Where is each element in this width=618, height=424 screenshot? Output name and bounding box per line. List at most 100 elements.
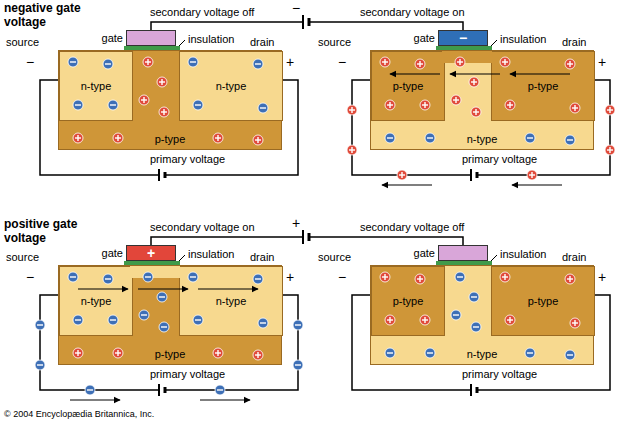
gate-label: gate: [414, 247, 435, 260]
circuit-label: primary voltage: [462, 368, 537, 381]
battery-plate: [470, 384, 472, 396]
positive-charge: [415, 274, 425, 284]
terminal-label: drain: [250, 36, 274, 49]
negative-charge: [565, 135, 575, 145]
gate-electrode: gate: [438, 245, 488, 261]
positive-charge: [455, 57, 465, 67]
negative-charge: [455, 272, 465, 282]
current-arrow: [78, 288, 128, 289]
part-label: insulation: [500, 248, 546, 261]
substrate-region: n-typep-typep-type: [370, 50, 594, 150]
negative-charge: [143, 272, 153, 282]
inversion-channel: [130, 266, 180, 278]
negative-charge: [108, 315, 118, 325]
negative-charge: [68, 57, 78, 67]
current-arrow: [198, 288, 258, 289]
inversion-channel: [442, 51, 492, 63]
negative-charge: [73, 315, 83, 325]
positive-charge: [605, 105, 615, 115]
positive-charge: [253, 350, 263, 360]
battery-plate: [164, 387, 167, 393]
panel-heading: negative gate voltage: [4, 2, 114, 30]
polarity-sign: +: [292, 215, 300, 231]
positive-charge: [420, 100, 430, 110]
positive-charge: [500, 57, 510, 67]
positive-charge: [385, 315, 395, 325]
battery-plate: [164, 172, 167, 178]
circuit-wires: [40, 255, 298, 396]
circuit-label: secondary voltage on: [150, 221, 255, 234]
negative-charge: [451, 310, 461, 320]
terminal-label: source: [6, 251, 39, 264]
region-label: p-type: [155, 348, 186, 361]
region-label: n-type: [467, 133, 498, 146]
positive-charge: [213, 348, 223, 358]
terminal-label: source: [318, 36, 351, 49]
negative-charge: [425, 348, 435, 358]
gate-electrode: gate: [126, 30, 176, 46]
battery-plate: [476, 172, 479, 178]
current-arrow: [382, 184, 432, 185]
negative-charge: [85, 385, 95, 395]
positive-charge: [73, 133, 83, 143]
circuit-label: secondary voltage off: [360, 221, 464, 234]
panel-heading: positive gate voltage: [4, 218, 114, 246]
gate-label: gate: [102, 32, 123, 45]
carrier-group: [380, 51, 580, 145]
leader-line: [179, 40, 185, 46]
positive-charge: [73, 348, 83, 358]
positive-charge: [471, 107, 481, 117]
current-arrow: [200, 399, 250, 400]
substrate-region: p-typen-typen-type: [58, 50, 282, 150]
negative-charge: [193, 315, 203, 325]
carrier-group: [68, 266, 268, 360]
polarity-sign: −: [26, 54, 34, 70]
current-arrow: [450, 73, 500, 74]
polarity-sign: +: [286, 54, 294, 70]
negative-charge: [253, 274, 263, 284]
region-label: n-type: [216, 295, 247, 308]
circuit-label: primary voltage: [150, 368, 225, 381]
positive-charge: [505, 315, 515, 325]
positive-charge: [527, 170, 537, 180]
positive-charge: [397, 170, 407, 180]
region-label: p-type: [528, 80, 559, 93]
wire-carriers: [35, 320, 303, 400]
positive-charge: [469, 77, 479, 87]
substrate-region: n-typep-typep-type: [370, 265, 594, 365]
terminal-label: source: [318, 251, 351, 264]
circuit-label: primary voltage: [462, 153, 537, 166]
negative-charge: [73, 100, 83, 110]
positive-charge: [565, 274, 575, 284]
region-label: p-type: [155, 133, 186, 146]
positive-charge: [113, 133, 123, 143]
positive-charge: [505, 100, 515, 110]
negative-charge: [139, 310, 149, 320]
positive-charge: [565, 59, 575, 69]
polarity-sign: −: [26, 269, 34, 285]
negative-charge: [157, 292, 167, 302]
region-label: n-type: [81, 80, 112, 93]
leader-line: [491, 255, 497, 261]
negative-charge: [103, 59, 113, 69]
carrier-group: [68, 57, 268, 145]
battery-plate: [158, 169, 160, 181]
negative-charge: [159, 322, 169, 332]
positive-charge: [415, 59, 425, 69]
battery-plate: [476, 387, 479, 393]
negative-charge: [103, 274, 113, 284]
negative-charge: [385, 348, 395, 358]
negative-charge: [188, 272, 198, 282]
positive-charge: [157, 77, 167, 87]
polarity-sign: −: [338, 269, 346, 285]
part-label: insulation: [500, 33, 546, 46]
polarity-sign: +: [598, 54, 606, 70]
circuit-label: secondary voltage on: [360, 6, 465, 19]
negative-charge: [469, 292, 479, 302]
positive-charge: [347, 105, 357, 115]
battery-plate: [470, 169, 472, 181]
gate-label: gate: [102, 247, 123, 260]
terminal-label: drain: [250, 251, 274, 264]
negative-charge: [471, 322, 481, 332]
